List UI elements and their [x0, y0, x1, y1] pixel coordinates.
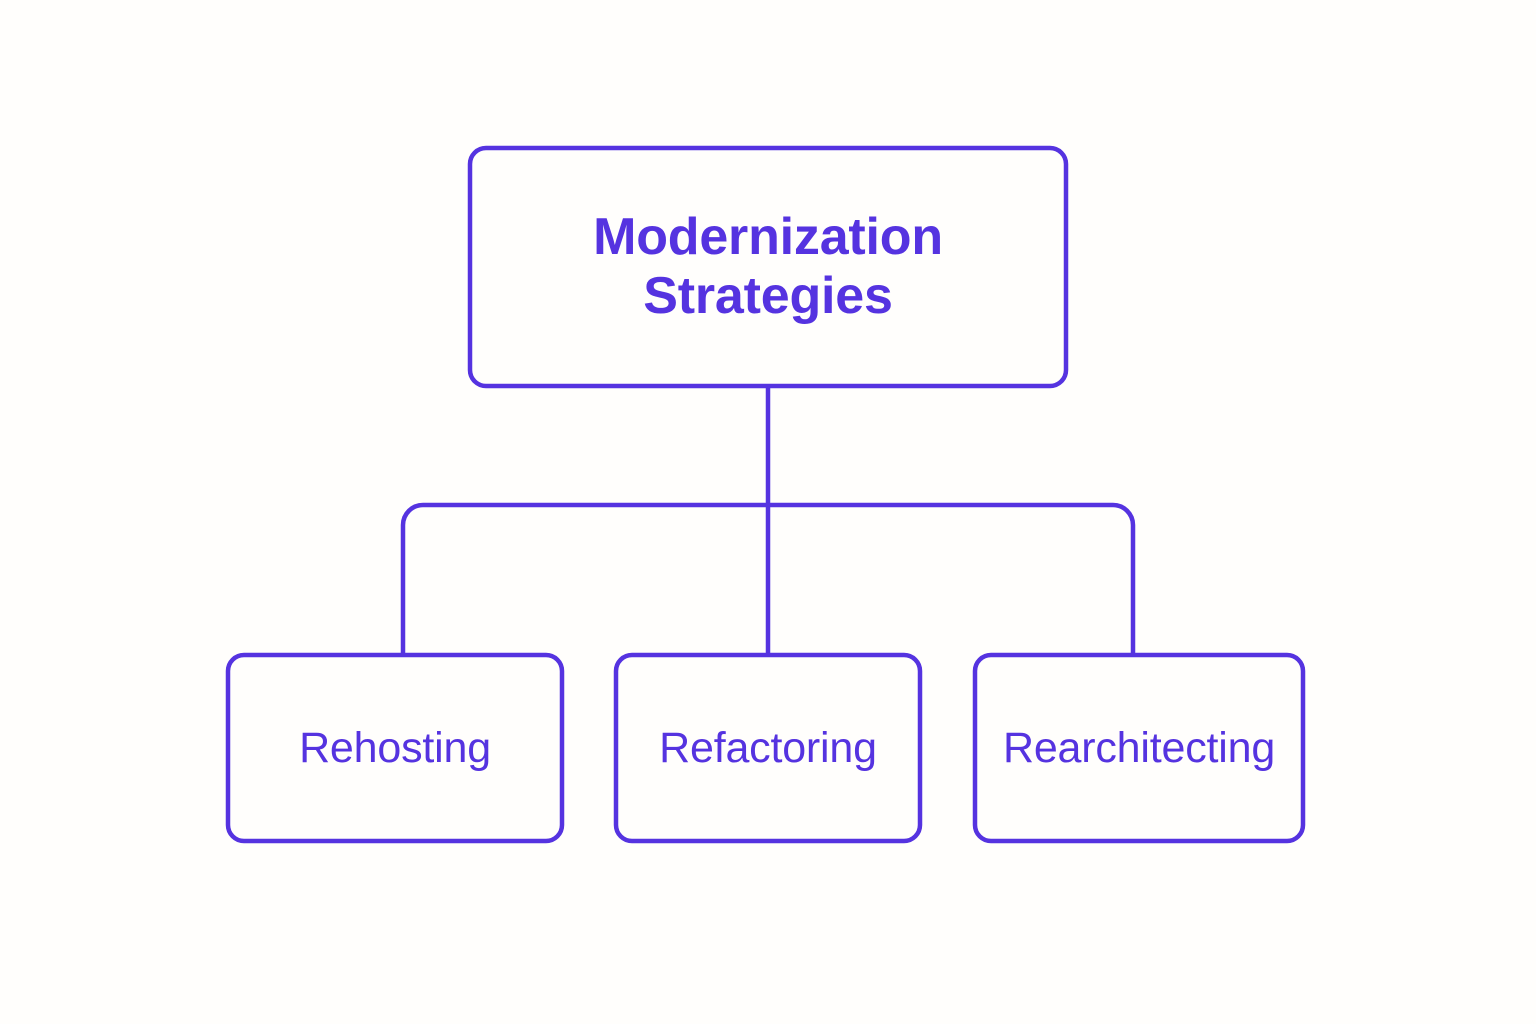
node-box-modernization-strategies[interactable]	[467, 145, 1069, 389]
connector-bus	[400, 502, 1136, 655]
node-label-rearchitecting: Rearchitecting	[1002, 723, 1276, 772]
node-box-rehosting[interactable]	[225, 652, 565, 844]
node-label-rehosting: Rehosting	[299, 723, 491, 772]
node-label-modernization-strategies: Modernization Strategies	[593, 208, 943, 325]
node-label-refactoring: Refactoring	[659, 723, 877, 772]
node-box-rearchitecting[interactable]	[972, 652, 1306, 844]
node-box-refactoring[interactable]	[613, 652, 923, 844]
